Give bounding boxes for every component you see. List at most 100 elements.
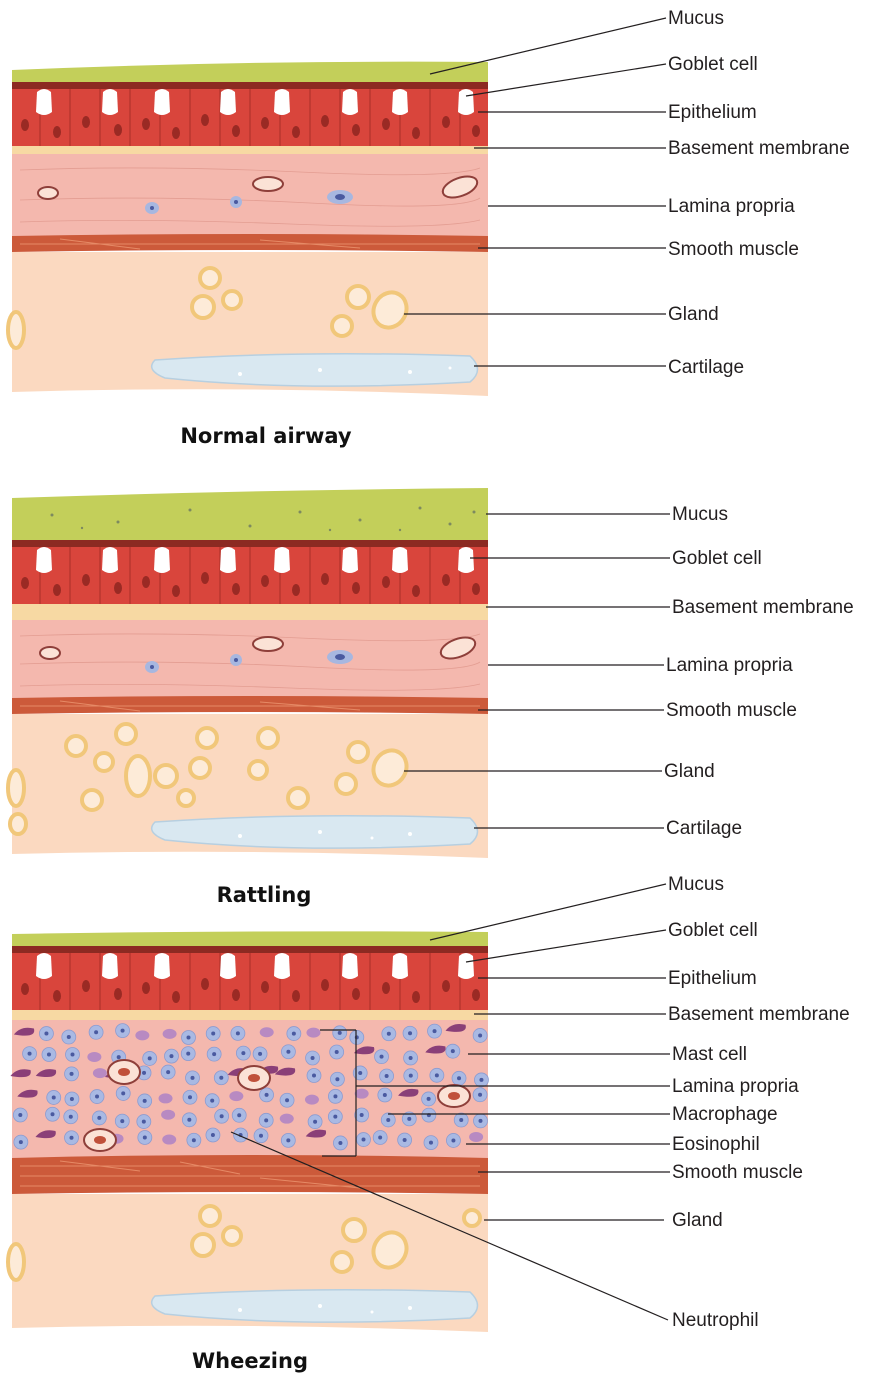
immune-cell-nucleus — [386, 1118, 390, 1122]
label-gland: Gland — [668, 304, 719, 325]
panel-rattling: Mucus Goblet cell Basement membrane Lami… — [8, 488, 854, 907]
caption-normal-airway: Normal airway — [180, 424, 352, 448]
basement-membrane-layer — [12, 1010, 488, 1020]
immune-cell-nucleus — [313, 1120, 317, 1124]
eosinophil-cell — [305, 1095, 319, 1105]
label-mucus: Mucus — [672, 504, 728, 525]
label-macrophage: Macrophage — [672, 1104, 778, 1125]
label-basement-membrane: Basement membrane — [668, 138, 850, 159]
label-goblet-cell: Goblet cell — [672, 548, 762, 569]
immune-cell-nucleus — [335, 1077, 339, 1081]
immune-cell-nucleus — [212, 1052, 216, 1056]
mucus-layer — [12, 62, 488, 82]
label-lamina-propria: Lamina propria — [668, 196, 795, 217]
label-cartilage: Cartilage — [668, 357, 744, 378]
immune-cell-nucleus — [292, 1032, 296, 1036]
immune-cell-nucleus — [264, 1118, 268, 1122]
mucus-layer — [12, 488, 488, 540]
cartilage-layer — [152, 1290, 478, 1322]
immune-cell-nucleus — [121, 1091, 125, 1095]
label-basement-membrane: Basement membrane — [668, 1004, 850, 1025]
immune-cell-nucleus — [478, 1119, 482, 1123]
immune-cell-nucleus — [19, 1140, 23, 1144]
immune-cell-nucleus — [219, 1076, 223, 1080]
immune-cell-nucleus — [186, 1052, 190, 1056]
immune-cell-nucleus — [333, 1094, 337, 1098]
label-smooth-muscle: Smooth muscle — [668, 239, 799, 260]
immune-cell-nucleus — [478, 1033, 482, 1037]
immune-cell-nucleus — [143, 1099, 147, 1103]
immune-cell-nucleus — [335, 1050, 339, 1054]
immune-cell-nucleus — [311, 1056, 315, 1060]
label-epithelium: Epithelium — [668, 968, 757, 989]
smooth-muscle-layer — [12, 234, 488, 252]
basement-membrane-layer — [12, 146, 488, 154]
immune-cell-nucleus — [403, 1138, 407, 1142]
eosinophil-cell — [162, 1135, 176, 1145]
label-lamina-propria: Lamina propria — [672, 1076, 799, 1097]
cartilage-layer — [152, 354, 478, 386]
immune-cell-nucleus — [211, 1032, 215, 1036]
immune-cell-nucleus — [258, 1052, 262, 1056]
immune-cell-nucleus — [286, 1050, 290, 1054]
immune-cell-nucleus — [169, 1054, 173, 1058]
immune-cell-nucleus — [451, 1049, 455, 1053]
smooth-muscle-layer — [12, 696, 488, 714]
immune-cell-nucleus — [187, 1118, 191, 1122]
label-epithelium: Epithelium — [668, 102, 757, 123]
immune-cell-nucleus — [451, 1138, 455, 1142]
immune-cell-nucleus — [362, 1138, 366, 1142]
immune-cell-nucleus — [407, 1117, 411, 1121]
immune-cell-nucleus — [333, 1115, 337, 1119]
immune-cell-nucleus — [383, 1093, 387, 1097]
label-eosinophil: Eosinophil — [672, 1134, 760, 1155]
immune-cell-nucleus — [338, 1031, 342, 1035]
immune-cell-nucleus — [220, 1114, 224, 1118]
immune-cell-nucleus — [44, 1032, 48, 1036]
immune-cell-nucleus — [120, 1119, 124, 1123]
immune-cell-nucleus — [286, 1138, 290, 1142]
wheezing-labels: Mucus Goblet cell Epithelium Basement me… — [668, 874, 850, 1331]
label-cartilage: Cartilage — [666, 818, 742, 839]
rattling-labels: Mucus Goblet cell Basement membrane Lami… — [664, 504, 854, 839]
immune-cell-nucleus — [427, 1097, 431, 1101]
immune-cell-nucleus — [237, 1113, 241, 1117]
immune-cell-nucleus — [142, 1120, 146, 1124]
immune-cell-nucleus — [409, 1056, 413, 1060]
label-mucus: Mucus — [668, 8, 724, 29]
label-neutrophil: Neutrophil — [672, 1310, 759, 1331]
immune-cell-nucleus — [142, 1071, 146, 1075]
eosinophil-cell — [306, 1028, 320, 1038]
eosinophil-cell — [229, 1091, 243, 1101]
immune-cell-nucleus — [166, 1070, 170, 1074]
immune-cell-nucleus — [358, 1071, 362, 1075]
eosinophil-cell — [163, 1029, 177, 1039]
immune-cell-nucleus — [380, 1055, 384, 1059]
immune-cell-nucleus — [459, 1118, 463, 1122]
wheezing-tissue — [8, 931, 488, 1332]
label-basement-membrane: Basement membrane — [672, 597, 854, 618]
immune-cell-nucleus — [429, 1141, 433, 1145]
eosinophil-cell — [87, 1052, 101, 1062]
caption-wheezing: Wheezing — [192, 1349, 308, 1373]
panel-normal-airway: Mucus Goblet cell Epithelium Basement me… — [8, 8, 850, 448]
immune-cell-nucleus — [67, 1035, 71, 1039]
immune-cell-nucleus — [187, 1036, 191, 1040]
immune-cell-nucleus — [70, 1097, 74, 1101]
label-lamina-propria: Lamina propria — [666, 655, 793, 676]
immune-cell-nucleus — [117, 1055, 121, 1059]
immune-cell-nucleus — [191, 1076, 195, 1080]
immune-cell-nucleus — [433, 1029, 437, 1033]
label-gland: Gland — [672, 1210, 723, 1231]
eosinophil-cell — [260, 1027, 274, 1037]
label-goblet-cell: Goblet cell — [668, 920, 758, 941]
immune-cell-nucleus — [192, 1138, 196, 1142]
immune-cell-nucleus — [47, 1053, 51, 1057]
immune-cell-nucleus — [51, 1112, 55, 1116]
immune-cell-nucleus — [457, 1076, 461, 1080]
immune-cell-nucleus — [210, 1099, 214, 1103]
eosinophil-cell — [93, 1068, 107, 1078]
immune-cell-nucleus — [70, 1136, 74, 1140]
label-smooth-muscle: Smooth muscle — [666, 700, 797, 721]
